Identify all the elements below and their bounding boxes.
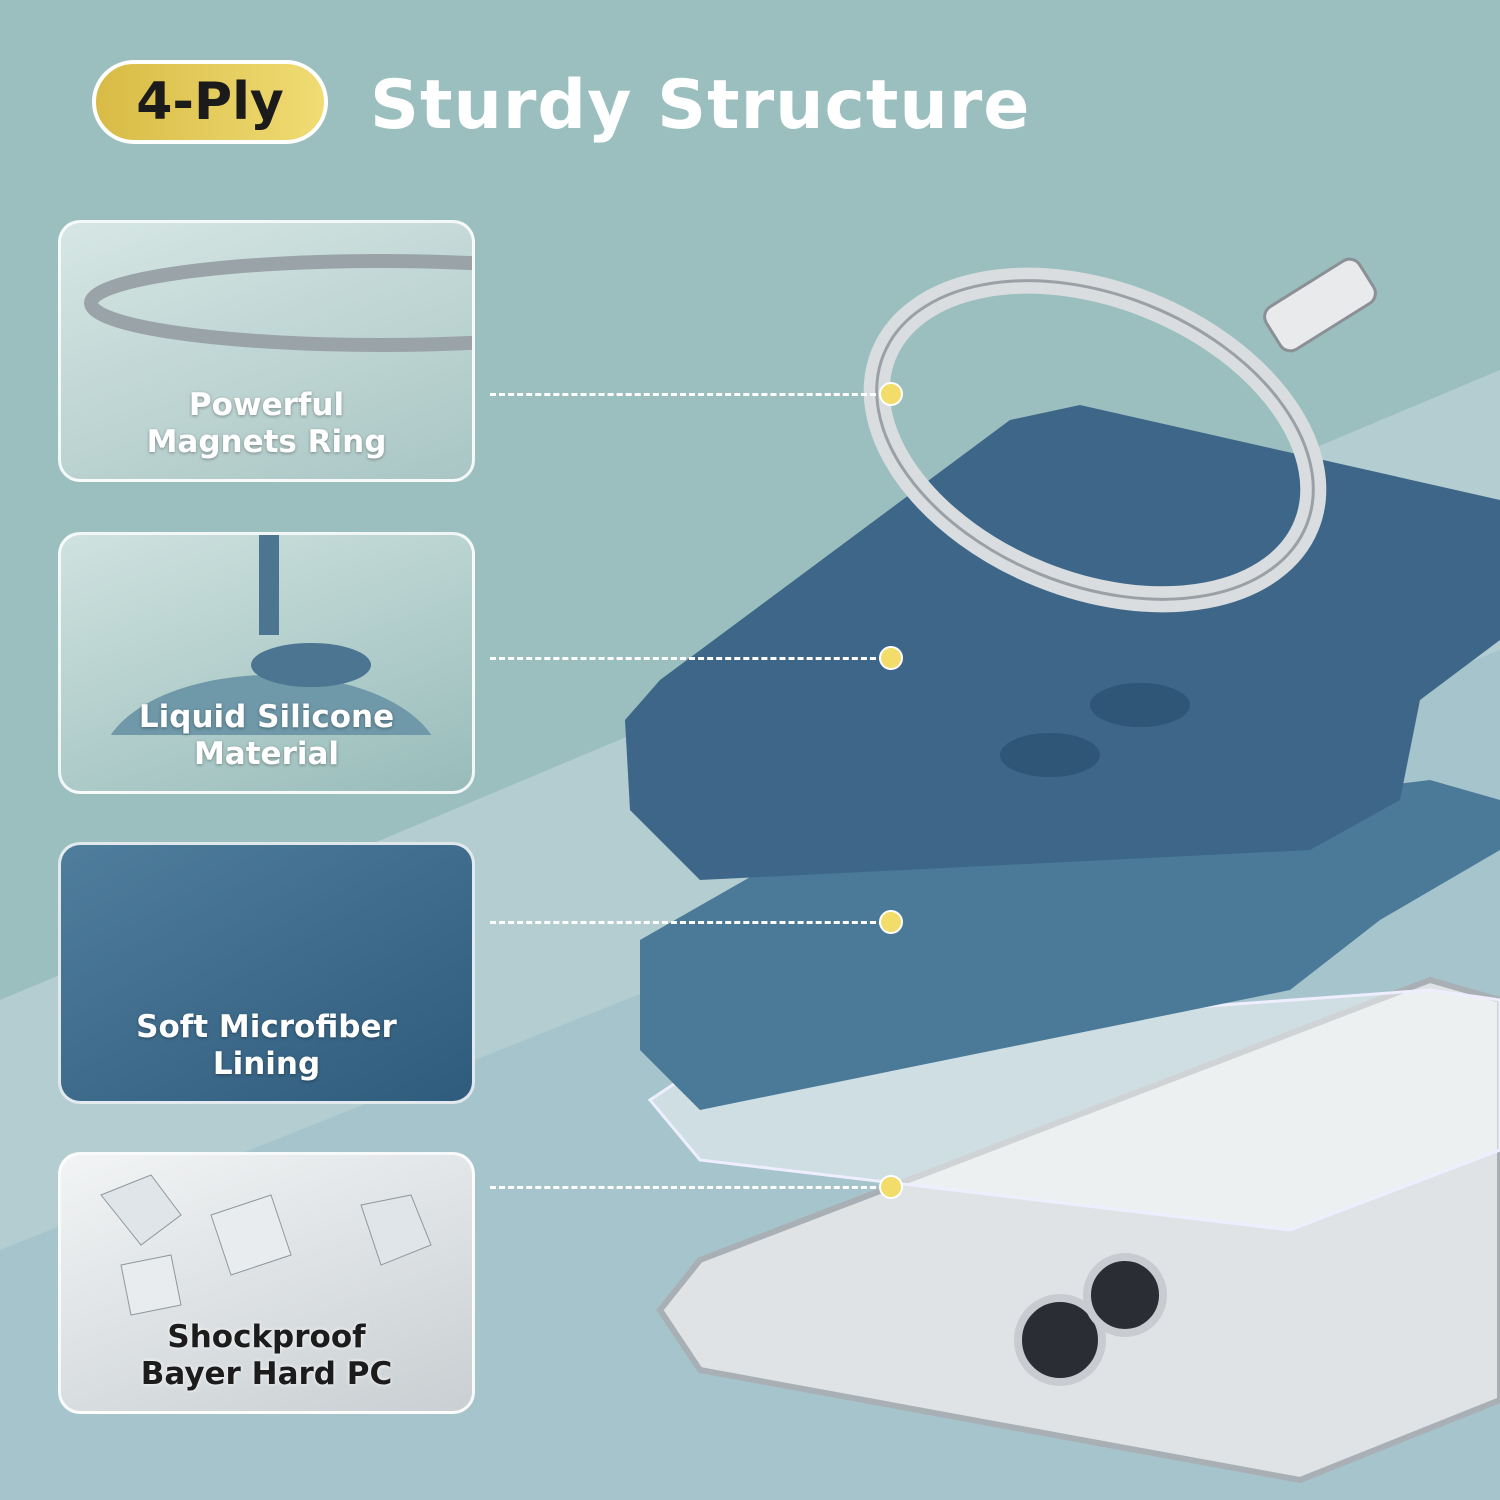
liquid-silicone-icon	[110, 535, 432, 735]
ply-badge: 4-Ply	[92, 60, 328, 144]
phone-illustration	[656, 976, 1500, 1484]
connector-dot	[879, 1175, 903, 1199]
card-label-line2: Material	[193, 736, 340, 772]
connector-line	[490, 1186, 885, 1189]
card-label-line2: Bayer Hard PC	[140, 1356, 393, 1392]
connector-dot	[879, 382, 903, 406]
connector-line	[490, 657, 885, 660]
card-label-line1: Powerful	[188, 387, 345, 423]
card-label-line2: Magnets Ring	[146, 424, 387, 460]
connector-dot	[879, 646, 903, 670]
magnet-ring-icon	[84, 254, 472, 352]
page-title: Sturdy Structure	[370, 66, 1031, 145]
silicone-case-layer	[625, 405, 1500, 880]
card-label-line1: Shockproof	[167, 1319, 366, 1355]
magnet-ring	[863, 257, 1377, 613]
card-label-line2: Lining	[212, 1046, 321, 1082]
connector-line	[490, 393, 885, 396]
crystals-icon	[100, 1174, 432, 1316]
connector-dot	[879, 910, 903, 934]
connector-line	[490, 921, 885, 924]
card-label-line1: Soft Microfiber	[136, 1009, 397, 1045]
card-label-line1: Liquid Silicone	[138, 699, 395, 735]
